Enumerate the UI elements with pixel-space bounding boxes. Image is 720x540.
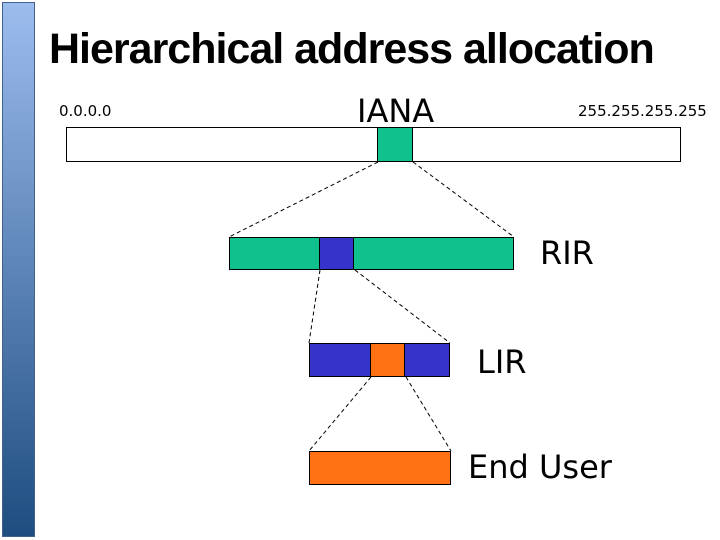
range-end-label: 255.255.255.255 (578, 102, 707, 120)
connector-rir-lir-left (308, 269, 321, 344)
slide-title: Hierarchical address allocation (49, 25, 655, 73)
lir-address-space-bar (309, 343, 450, 377)
iana-address-space-bar (66, 127, 681, 162)
connector-iana-rir-left (228, 161, 379, 238)
rir-label: RIR (540, 234, 594, 272)
end-user-address-space-bar (309, 451, 451, 485)
connector-rir-lir-right (354, 269, 451, 344)
rir-address-space-bar (229, 237, 514, 270)
lir-label: LIR (477, 343, 527, 381)
range-start-label: 0.0.0.0 (59, 102, 112, 120)
connector-iana-rir-right (412, 161, 515, 238)
iana-label: IANA (357, 92, 435, 130)
left-accent-bar (2, 2, 35, 537)
iana-allocated-segment (377, 128, 413, 161)
connector-lir-end-right (405, 376, 452, 452)
end-user-label: End User (468, 448, 612, 486)
rir-allocated-segment (319, 238, 354, 269)
connector-lir-end-left (308, 376, 372, 452)
lir-allocated-segment (370, 344, 405, 376)
